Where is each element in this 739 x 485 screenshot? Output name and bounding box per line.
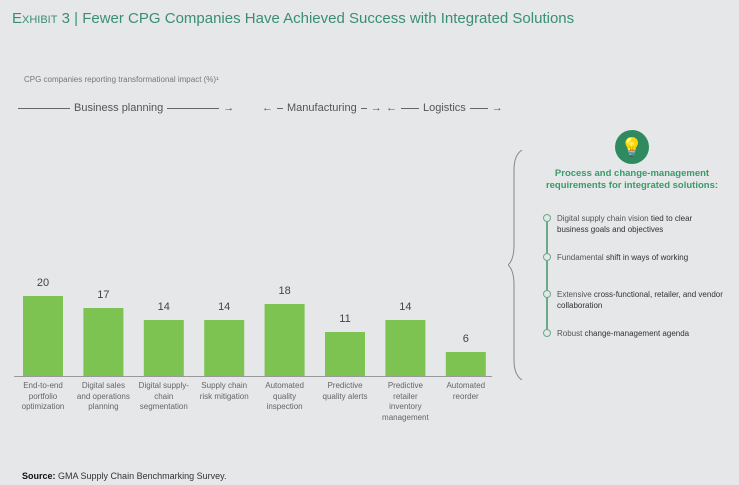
value-label: 11 xyxy=(339,313,351,325)
segment-label: Business planning xyxy=(74,102,164,114)
segment-label: Manufacturing xyxy=(287,102,357,114)
value-label: 18 xyxy=(278,285,291,297)
requirement-bold: cross-functional, retailer, and vendor c… xyxy=(557,290,723,310)
circle-bullet-icon xyxy=(543,329,551,337)
bar xyxy=(23,296,63,376)
bar xyxy=(325,332,365,376)
requirement-bold: shift in ways of working xyxy=(605,253,689,262)
segment-headers: Business planning→ ←Manufacturing→ ←Logi… xyxy=(0,102,520,118)
chart-subtitle: CPG companies reporting transformational… xyxy=(24,75,219,84)
category-label: End-to-end portfolio optimization xyxy=(21,381,65,411)
title-text: Fewer CPG Companies Have Achieved Succes… xyxy=(82,10,575,27)
circle-bullet-icon xyxy=(543,290,551,298)
category-label: Automated reorder xyxy=(446,381,486,401)
category-label: Digital sales and operations planning xyxy=(76,381,130,411)
circle-bullet-icon xyxy=(543,214,551,222)
value-label: 20 xyxy=(36,277,50,289)
category-label: Automated quality inspection xyxy=(265,381,304,411)
value-label: 14 xyxy=(218,301,231,313)
requirement-text: Digital supply chain vision tied to clea… xyxy=(557,213,723,235)
bar xyxy=(264,304,305,376)
circle-bullet-icon xyxy=(543,253,551,261)
segment-label: Logistics xyxy=(423,102,466,114)
bar xyxy=(143,320,184,376)
source-text: GMA Supply Chain Benchmarking Survey. xyxy=(58,471,227,481)
panel-heading: Process and change-management requiremen… xyxy=(545,168,719,191)
bar xyxy=(445,352,486,376)
value-label: 14 xyxy=(399,301,412,313)
bar xyxy=(204,320,245,376)
title-separator: | xyxy=(74,10,79,27)
requirement-item: Digital supply chain vision tied to clea… xyxy=(543,213,723,235)
value-label: 17 xyxy=(97,289,110,301)
requirement-bold: change-management agenda xyxy=(584,329,690,338)
value-label: 6 xyxy=(462,333,469,345)
category-label: Predictive retailer inventory management xyxy=(382,381,429,422)
requirement-item: Robust change-management agenda xyxy=(543,328,723,339)
brace-icon xyxy=(508,150,523,380)
segment-logistics: ←Logistics→ xyxy=(386,102,503,114)
exhibit-number: Exhibit 3 xyxy=(12,10,70,27)
requirement-bold: tied to clear business goals and objecti… xyxy=(557,214,693,234)
requirement-text: Robust change-management agenda xyxy=(557,328,689,339)
requirement-item: Fundamental shift in ways of working xyxy=(543,252,723,263)
requirement-plain: Robust xyxy=(557,329,583,338)
category-label: Predictive quality alerts xyxy=(322,381,368,401)
bar-chart xyxy=(14,296,492,377)
requirement-plain: Digital supply chain vision xyxy=(557,214,649,223)
requirement-text: Extensive cross-functional, retailer, an… xyxy=(557,289,723,311)
requirement-text: Fundamental shift in ways of working xyxy=(557,252,688,263)
requirement-plain: Fundamental xyxy=(557,253,604,262)
category-label: Supply chain risk mitigation xyxy=(199,381,249,401)
requirement-plain: Extensive xyxy=(557,290,592,299)
requirement-item: Extensive cross-functional, retailer, an… xyxy=(543,289,723,311)
lightbulb-icon: 💡 xyxy=(615,130,649,164)
segment-business-planning: Business planning→ xyxy=(18,102,234,114)
timeline-line xyxy=(546,219,548,333)
bar xyxy=(385,320,426,376)
exhibit-title: Exhibit 3 | Fewer CPG Companies Have Ach… xyxy=(12,10,574,27)
source-note: Source: GMA Supply Chain Benchmarking Su… xyxy=(22,471,226,481)
source-label: Source: xyxy=(22,471,56,481)
category-label: Digital supply-chain segmentation xyxy=(138,381,189,411)
segment-manufacturing: ←Manufacturing→ xyxy=(262,102,382,114)
bar xyxy=(83,308,124,376)
value-label: 14 xyxy=(157,301,170,313)
